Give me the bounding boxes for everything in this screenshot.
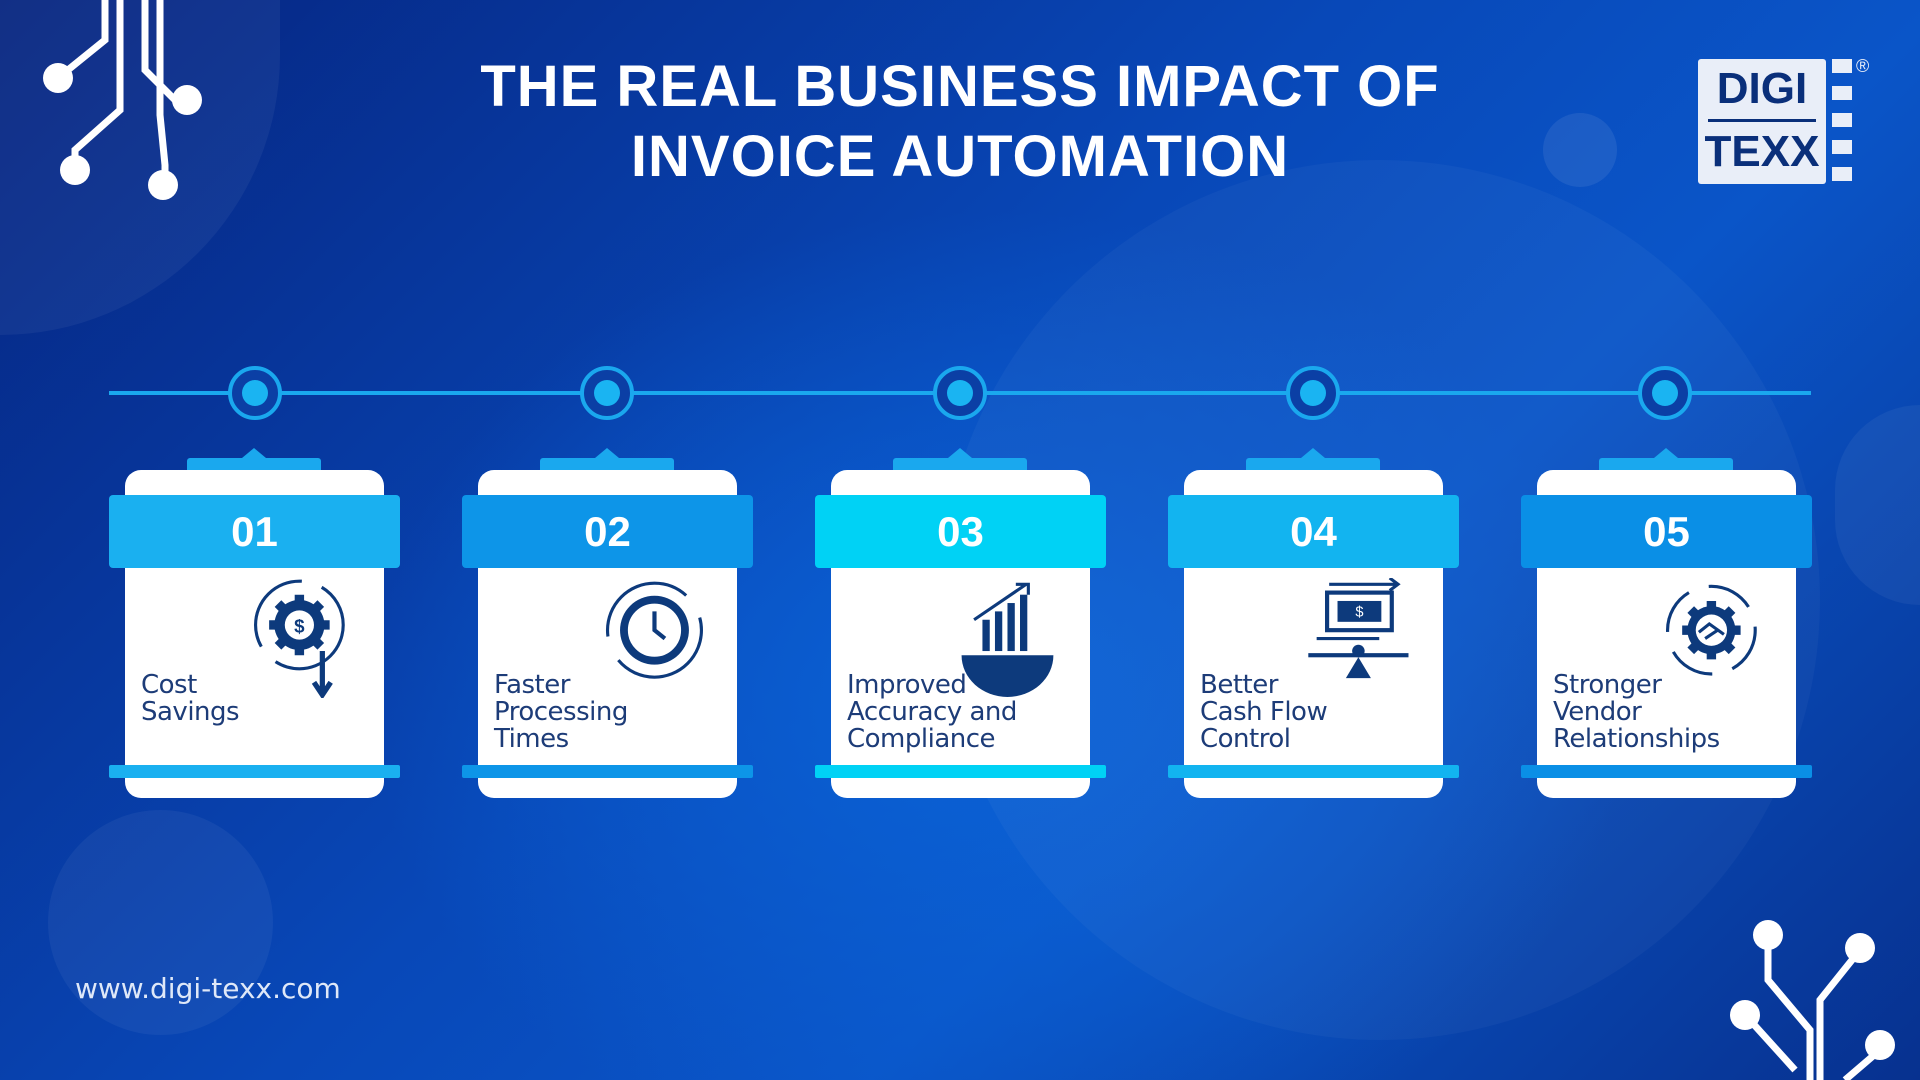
card-number: 02 xyxy=(462,495,753,568)
card-label-line: Vendor xyxy=(1553,697,1642,727)
card-stripe xyxy=(1168,765,1459,778)
card-stripe xyxy=(109,765,400,778)
clock-cycle-icon xyxy=(605,581,703,679)
logo-bars xyxy=(1832,59,1852,184)
card-tab xyxy=(187,448,321,472)
card-number: 03 xyxy=(815,495,1106,568)
logo-line-2: TEXX xyxy=(1704,127,1820,176)
card-label-line: Faster xyxy=(494,670,570,700)
svg-text:$: $ xyxy=(1355,605,1363,621)
svg-text:$: $ xyxy=(294,615,305,636)
card-label-line: Cash Flow xyxy=(1200,697,1328,727)
chart-gear-icon xyxy=(961,582,1054,697)
title-line-1: THE REAL BUSINESS IMPACT OF xyxy=(480,54,1440,119)
gear-dollar-icon: $ xyxy=(254,579,345,698)
cash-balance-icon: $ xyxy=(1308,578,1409,679)
registered-mark: ® xyxy=(1856,56,1870,76)
card-label-line: Improved xyxy=(847,670,967,700)
handshake-gear-icon xyxy=(1666,584,1757,676)
decor-circle xyxy=(1543,113,1617,187)
card-label-line: Savings xyxy=(141,697,240,727)
card-stripe xyxy=(1521,765,1812,778)
timeline-node xyxy=(1638,366,1692,420)
title-line-2: INVOICE AUTOMATION xyxy=(630,124,1290,189)
card-label-line: Accuracy and xyxy=(847,697,1017,727)
logo-line-1: DIGI xyxy=(1708,59,1816,122)
decor-circle xyxy=(48,810,273,1035)
card-stripe xyxy=(815,765,1106,778)
digitexx-logo: DIGI TEXX xyxy=(1698,59,1826,184)
card-tab xyxy=(893,448,1027,472)
card-number: 04 xyxy=(1168,495,1459,568)
card-tab xyxy=(540,448,674,472)
card-number: 05 xyxy=(1521,495,1812,568)
card-label-line: Processing xyxy=(494,697,628,727)
website-url: www.digi-texx.com xyxy=(75,972,341,1005)
timeline-node xyxy=(228,366,282,420)
card-label-line: Control xyxy=(1200,724,1291,754)
card-label-line: Better xyxy=(1200,670,1278,700)
timeline-node xyxy=(1286,366,1340,420)
circuit-icon xyxy=(1730,920,1895,1080)
card-label-line: Cost xyxy=(141,670,197,700)
card-label-line: Compliance xyxy=(847,724,996,754)
card-label-line: Relationships xyxy=(1553,724,1720,754)
decor-circle xyxy=(1835,405,1920,605)
timeline-node xyxy=(580,366,634,420)
card-stripe xyxy=(462,765,753,778)
card-tab xyxy=(1246,448,1380,472)
card-label-line: Stronger xyxy=(1553,670,1662,700)
circuit-icon xyxy=(43,0,202,200)
card-number: 01 xyxy=(109,495,400,568)
card-label-line: Times xyxy=(494,724,569,754)
card-tab xyxy=(1599,448,1733,472)
timeline-node xyxy=(933,366,987,420)
